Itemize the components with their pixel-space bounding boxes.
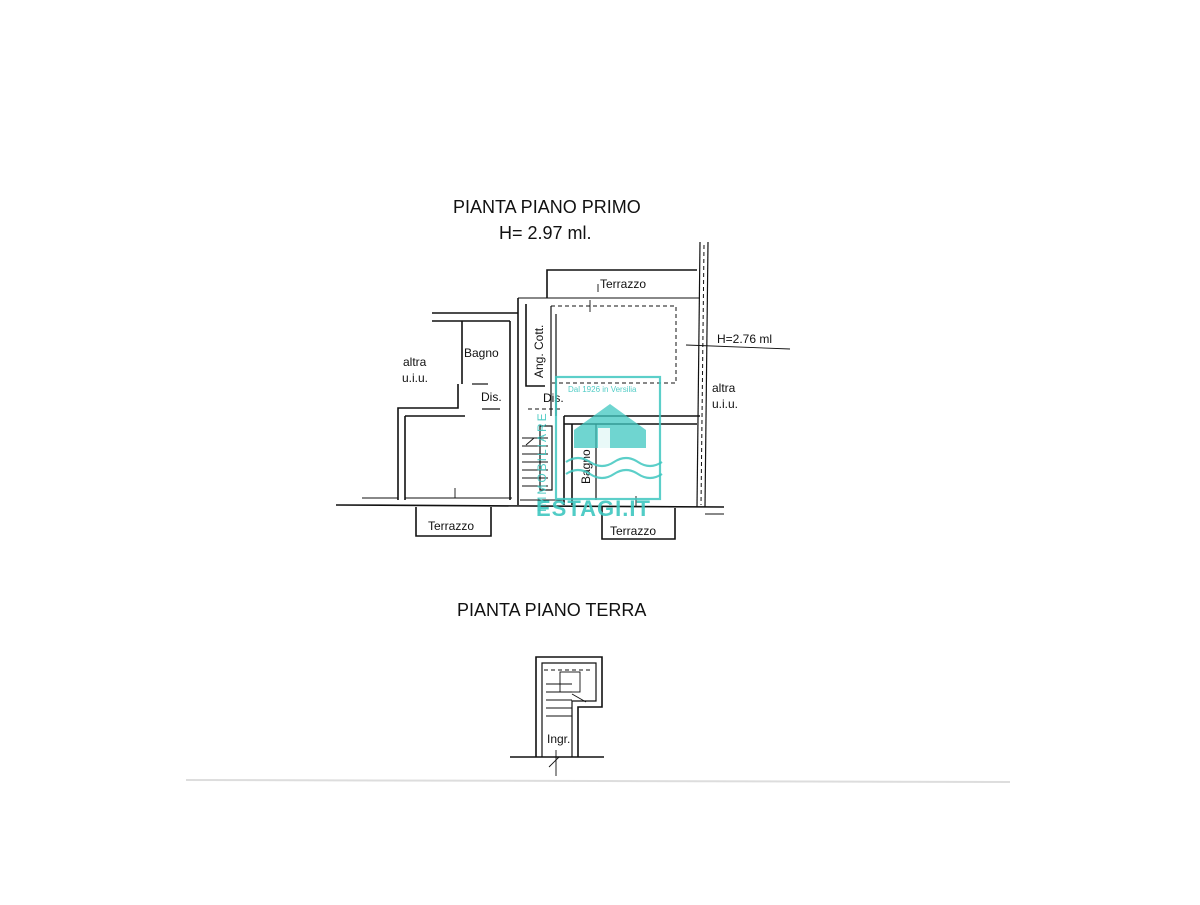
- terrace-top: [518, 269, 700, 299]
- right-boundary-wall: [696, 241, 709, 508]
- label-bagno-left: Bagno: [464, 346, 499, 360]
- label-altra-left-2: u.i.u.: [402, 371, 428, 385]
- label-dis-left: Dis.: [481, 390, 502, 404]
- left-unit-walls: [397, 298, 519, 505]
- terrace-bottom-right: [601, 507, 676, 540]
- first-floor-height: H= 2.97 ml.: [499, 223, 592, 243]
- first-floor-stair: [522, 425, 553, 491]
- label-ingresso: Ingr.: [547, 732, 570, 746]
- label-terrazzo-top: Terrazzo: [600, 277, 646, 291]
- label-ang-cott: Ang. Cott.: [532, 325, 546, 378]
- estagi-watermark: Dal 1926 in Versilia ESTAGI.IT IMMOBILIA…: [535, 375, 663, 521]
- terrace-bottom-left: [415, 507, 492, 537]
- ground-floor-stair: [546, 671, 587, 717]
- watermark-tagline: Dal 1926 in Versilia: [568, 385, 637, 394]
- bottom-facade: [335, 497, 725, 515]
- first-floor-title: PIANTA PIANO PRIMO: [453, 197, 641, 217]
- watermark-side-text: IMMOBILIARE: [535, 411, 549, 512]
- ground-floor-title: PIANTA PIANO TERRA: [457, 600, 646, 620]
- watermark-frame: [554, 375, 662, 501]
- watermark-brand: ESTAGI.IT: [536, 496, 651, 521]
- first-floor-plan: [335, 241, 791, 540]
- label-altra-right-2: u.i.u.: [712, 397, 738, 411]
- label-altra-left-1: altra: [403, 355, 427, 369]
- scan-artifact-line: [185, 779, 1011, 783]
- watermark-wave-icon: [565, 456, 663, 468]
- label-terrazzo-bottom-left: Terrazzo: [428, 519, 474, 533]
- label-bagno-right: Bagno: [579, 449, 593, 484]
- height-leader-line: [685, 344, 791, 350]
- label-altra-right-1: altra: [712, 381, 736, 395]
- central-unit-walls: [525, 300, 677, 416]
- label-dis-right: Dis.: [543, 391, 564, 405]
- label-terrazzo-bottom-right: Terrazzo: [610, 524, 656, 538]
- ground-floor-plan: [510, 656, 604, 776]
- watermark-house-icon: [574, 404, 646, 448]
- label-height-note: H=2.76 ml: [717, 332, 772, 346]
